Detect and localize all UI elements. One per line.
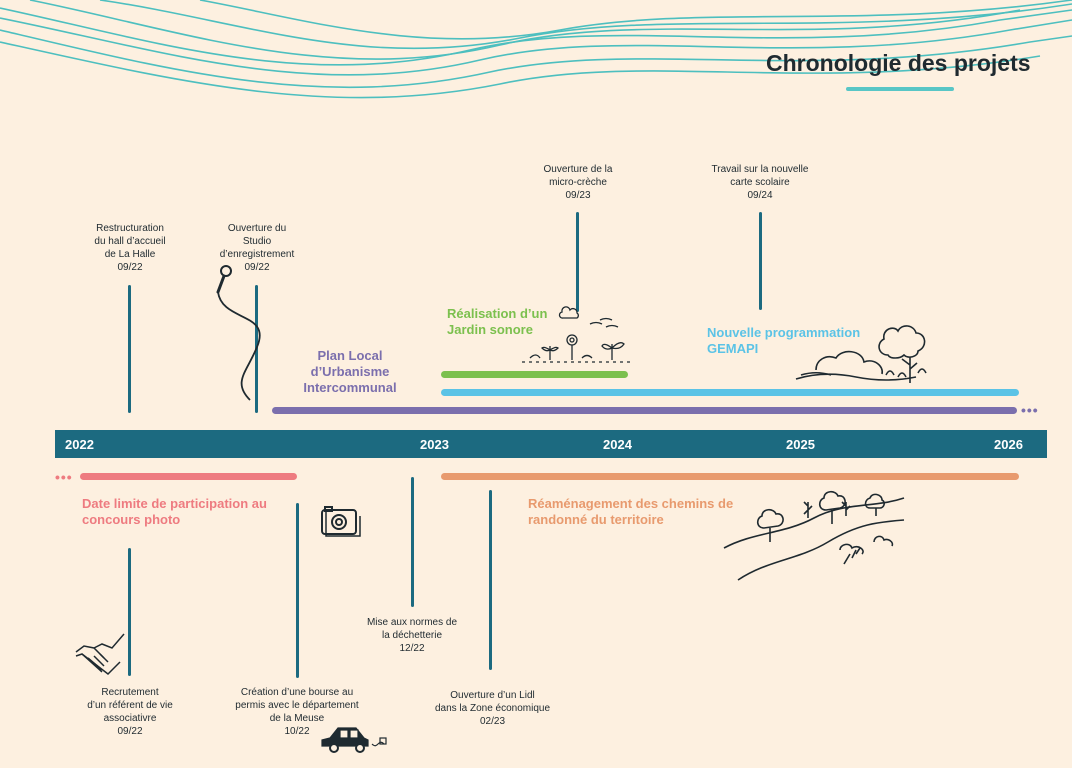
camera-icon [321, 506, 361, 537]
title-underline [846, 87, 954, 91]
event-carte-label: Travail sur la nouvelle carte scolaire 0… [711, 164, 809, 201]
page-title: Chronologie des projets [766, 50, 1031, 76]
event-carte-line [759, 212, 762, 310]
plu-bar [272, 407, 1017, 414]
handshake-icon [75, 633, 125, 675]
year-2023: 2023 [420, 437, 449, 452]
event-studio-label: Ouverture du Studio d’enregistrement 09/… [219, 223, 295, 273]
event-creche-line [576, 212, 579, 312]
gemapi-label: Nouvelle programmation GEMAPI [707, 325, 861, 356]
jardin-bar [441, 371, 628, 378]
hills-trees-icon [723, 490, 905, 581]
event-bourse-label: Création d’une bourse au permis avec le … [235, 687, 359, 737]
year-2022: 2022 [65, 437, 94, 452]
waves-decoration [0, 0, 1072, 99]
chemins-bar [441, 473, 1019, 480]
photo-label: Date limite de participation au concours… [82, 496, 267, 527]
microphone-icon [216, 265, 261, 401]
year-2026: 2026 [994, 437, 1023, 452]
gemapi-bar [441, 389, 1019, 396]
car-icon [321, 727, 387, 753]
jardin-label: Réalisation d’un Jardin sonore [447, 306, 548, 337]
event-creche-label: Ouverture de la micro-crèche 09/23 [543, 164, 613, 201]
event-lidl-label: Ouverture d’un Lidl dans la Zone économi… [434, 690, 551, 727]
photo-bar [80, 473, 297, 480]
event-decheterie-line [411, 477, 414, 607]
event-recrutement-line [128, 548, 131, 676]
plu-bar-continuation: ••• [1021, 402, 1039, 418]
year-2025: 2025 [786, 437, 815, 452]
event-hall-line [128, 285, 131, 413]
photo-bar-start: ••• [55, 469, 73, 485]
year-2024: 2024 [603, 437, 632, 452]
event-hall-label: Restructuration du hall d’accueil de La … [94, 223, 166, 273]
event-recrutement-label: Recrutement d’un référent de vie associa… [87, 687, 173, 737]
event-decheterie-label: Mise aux normes de la déchetterie 12/22 [366, 617, 458, 654]
timeline-bar [55, 430, 1047, 458]
trees-icon [795, 325, 927, 383]
plu-label: Plan Local d’Urbanisme Intercommunal [303, 348, 397, 395]
event-bourse-line [296, 503, 299, 678]
sprouts-icon [522, 306, 632, 363]
event-lidl-line [489, 490, 492, 670]
chemins-label: Réaménagement des chemins de randonné du… [528, 496, 734, 527]
